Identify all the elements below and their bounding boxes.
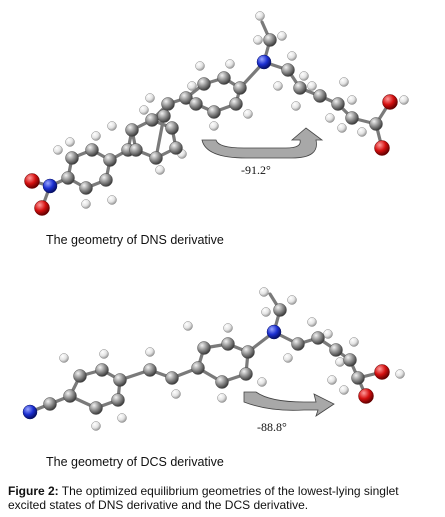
dcs-molecule-model [22,287,405,431]
dns-hydrogens [53,11,409,209]
dcs-torsion-arrow [243,391,335,417]
dcs-panel-caption: The geometry of DCS derivative [46,455,224,469]
dns-torsion-arrow [201,127,324,159]
dns-molecule-model [24,11,409,216]
figure-caption: Figure 2: The optimized equilibrium geom… [8,484,438,512]
dns-dihedral-angle: -91.2° [241,163,271,177]
dcs-oxygens [358,364,390,404]
dns-nitrogens [42,54,272,194]
dcs-nitrogens [22,324,282,420]
dcs-carbons [43,303,365,415]
dns-oxygens [24,94,398,216]
dns-panel-caption: The geometry of DNS derivative [46,233,224,247]
dcs-hydrogens [59,287,405,431]
dns-carbons [61,33,383,195]
figure-caption-text: The optimized equilibrium geometries of … [8,484,399,512]
figure-label: Figure 2: [8,484,59,498]
dcs-dihedral-angle: -88.8° [257,420,287,434]
